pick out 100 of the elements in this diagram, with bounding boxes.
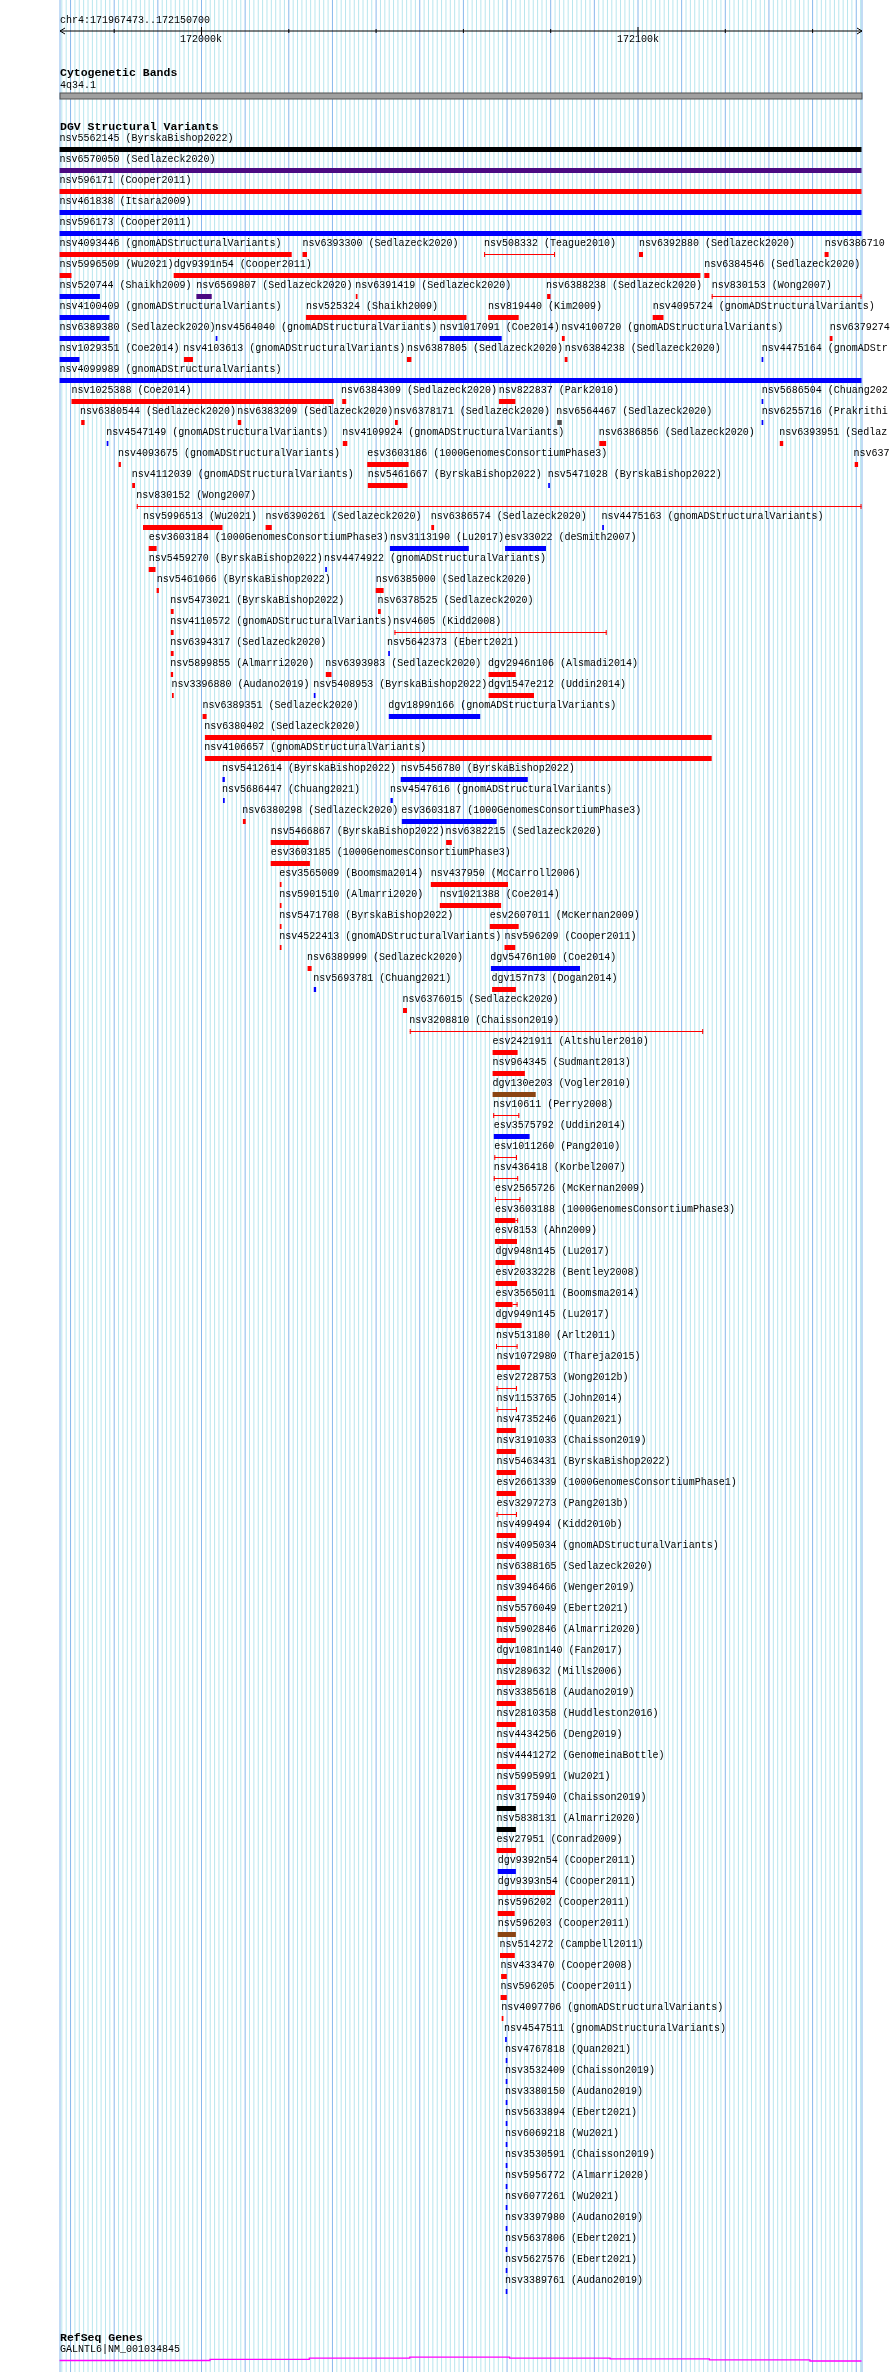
variant-label: nsv596202 (Cooper2011) [497,1897,630,1908]
variant-label: esv3565009 (Boomsma2014) [279,868,424,879]
variant-label: nsv4100409 (gnomADStructuralVariants) [59,301,282,312]
variant-label: nsv6389999 (Sedlazeck2020) [307,952,464,963]
variant-label: nsv6384546 (Sedlazeck2020) [704,259,861,270]
variant-label: nsv1029351 (Coe2014) [59,343,180,354]
variant-label: dgv948n145 (Lu2017) [495,1246,610,1257]
variant-label: nsv5633894 (Ebert2021) [505,2107,638,2118]
variant-label: esv8153 (Ahn2009) [494,1225,597,1236]
track-title: RefSeq Genes [60,2332,143,2344]
variant-label: esv2728753 (Wong2012b) [496,1372,629,1383]
variant-label: nsv6388238 (Sedlazeck2020) [545,280,702,291]
variant-label: esv3603188 (1000GenomesConsortiumPhase3) [494,1204,735,1215]
variant-label: nsv499494 (Kidd2010b) [496,1519,623,1530]
variant-label: nsv3396880 (Audano2019) [171,679,310,690]
variant-label: esv2033228 (Bentley2008) [495,1267,640,1278]
variant-label: nsv822837 (Park2010) [498,385,619,396]
variant-label: esv3565011 (Boomsma2014) [495,1288,640,1299]
variant-label: nsv6380544 (Sedlazeck2020) [80,406,237,417]
variant-label: nsv3385618 (Audano2019) [496,1687,635,1698]
variant-label: nsv3208810 (Chaisson2019) [409,1015,560,1026]
variant-label: nsv513180 (Arlt2011) [496,1330,617,1341]
variant-label: nsv5838131 (Almarri2020) [496,1813,641,1824]
variant-label: dgv2946n106 (Alsmadi2014) [488,658,639,669]
variant-label: nsv6378171 (Sedlazeck2020) [393,406,550,417]
variant-label: nsv3175940 (Chaisson2019) [496,1792,647,1803]
variant-label: esv3603184 (1000GenomesConsortiumPhase3) [148,532,389,543]
variant-label: nsv1153765 (John2014) [496,1393,623,1404]
variant-label: nsv5412614 (ByrskaBishop2022) [221,763,396,774]
variant-label: nsv6388165 (Sedlazeck2020) [496,1561,653,1572]
variant-label: nsv6390261 (Sedlazeck2020) [265,511,422,522]
variant-label: dgv9393n54 (Cooper2011) [497,1876,636,1887]
variant-label: nsv514272 (Campbell2011) [499,1939,644,1950]
variant-label: esv33022 (deSmith2007) [504,532,637,543]
variant-label: nsv5627576 (Ebert2021) [505,2254,638,2265]
variant-label: nsv3191033 (Chaisson2019) [496,1435,647,1446]
variant-label: nsv6389380 (Sedlazeck2020) [59,322,216,333]
variant-label: nsv4434256 (Deng2019) [496,1729,623,1740]
variant-label: nsv1072980 (Thareja2015) [496,1351,641,1362]
variant-label: nsv6378525 (Sedlazeck2020) [377,595,534,606]
variant-label: nsv433470 (Cooper2008) [500,1960,633,1971]
variant-label: nsv6393983 (Sedlazeck2020) [325,658,482,669]
variant-label: nsv5642373 (Ebert2021) [387,637,520,648]
variant-label: dgv9392n54 (Cooper2011) [497,1855,636,1866]
variant-label: esv3603187 (1000GenomesConsortiumPhase3) [401,805,642,816]
variant-label: nsv5471028 (ByrskaBishop2022) [547,469,722,480]
variant-label: nsv6392880 (Sedlazeck2020) [639,238,796,249]
variant-label: nsv4095034 (gnomADStructuralVariants) [496,1540,719,1551]
variant-label: nsv5456780 (ByrskaBishop2022) [400,763,575,774]
track-title: DGV Structural Variants [60,121,219,133]
variant-label: nsv5473021 (ByrskaBishop2022) [170,595,345,606]
variant-label: nsv6386574 (Sedlazeck2020) [430,511,587,522]
variant-label: nsv6376015 (Sedlazeck2020) [402,994,559,1005]
variant-label: esv27951 (Conrad2009) [496,1834,623,1845]
variant-label: nsv525324 (Shaikh2009) [305,301,438,312]
variant-label: esv3603186 (1000GenomesConsortiumPhase3) [367,448,608,459]
variant-label: nsv461838 (Itsara2009) [59,196,192,207]
variant-label: nsv4735246 (Quan2021) [496,1414,623,1425]
variant-label: nsv4474922 (gnomADStructuralVariants) [324,553,547,564]
variant-label: nsv5899855 (Almarri2020) [170,658,315,669]
variant-label: esv2565726 (McKernan2009) [494,1183,645,1194]
variant-label: nsv6387805 (Sedlazeck2020) [406,343,563,354]
variant-label: esv2421911 (Altshuler2010) [492,1036,649,1047]
variant-label: nsv4475163 (gnomADStructuralVariants) [601,511,824,522]
variant-label: esv3297273 (Pang2013b) [496,1498,629,1509]
variant-label: nsv5956772 (Almarri2020) [505,2170,650,2181]
variant-label: nsv3389761 (Audano2019) [505,2275,644,2286]
variant-label: nsv5408953 (ByrskaBishop2022) [313,679,488,690]
variant-label: nsv1017091 (Coe2014) [439,322,560,333]
tick-label: 172000k [180,34,222,45]
variant-label: nsv5471708 (ByrskaBishop2022) [279,910,454,921]
variant-label: nsv10611 (Perry2008) [493,1099,614,1110]
variant-label: nsv830153 (Wong2007) [711,280,832,291]
variant-label: nsv6382215 (Sedlazeck2020) [445,826,602,837]
variant-label: nsv5901510 (Almarri2020) [279,889,424,900]
variant-label: nsv437950 (McCarroll2006) [430,868,581,879]
variant-label: dgv1081n140 (Fan2017) [496,1645,623,1656]
variant-label: dgv949n145 (Lu2017) [495,1309,610,1320]
variant-label: nsv4547149 (gnomADStructuralVariants) [106,427,329,438]
variant-label: nsv6380402 (Sedlazeck2020) [204,721,361,732]
variant-label: nsv6384238 (Sedlazeck2020) [564,343,721,354]
variant-label: nsv5996513 (Wu2021) [143,511,258,522]
variant-label: nsv289632 (Mills2006) [496,1666,623,1677]
variant-label: nsv5637806 (Ebert2021) [505,2233,638,2244]
variant-label: nsv4110572 (gnomADStructuralVariants) [170,616,393,627]
variant-label: nsv2810358 (Huddleston2016) [496,1708,659,1719]
variant-label: nsv5463431 (ByrskaBishop2022) [496,1456,671,1467]
variant-label: nsv5562145 (ByrskaBishop2022) [59,133,234,144]
variant-label: nsv5902846 (Almarri2020) [496,1624,641,1635]
variant-label: nsv5686504 (Chuang202 [761,385,888,396]
variant-label: esv2607011 (McKernan2009) [489,910,640,921]
variant-label: nsv4547616 (gnomADStructuralVariants) [389,784,612,795]
variant-label: nsv6393951 (Sedlaz [779,427,888,438]
variant-label: nsv5466867 (ByrskaBishop2022) [270,826,445,837]
variant-label: nsv6569807 (Sedlazeck2020) [196,280,353,291]
variant-label: nsv596173 (Cooper2011) [59,217,192,228]
variant-label: nsv4767818 (Quan2021) [505,2044,632,2055]
variant-label: nsv3530591 (Chaisson2019) [505,2149,656,2160]
variant-label: dgv5476n100 (Coe2014) [490,952,617,963]
track-title: Cytogenetic Bands [60,67,178,79]
